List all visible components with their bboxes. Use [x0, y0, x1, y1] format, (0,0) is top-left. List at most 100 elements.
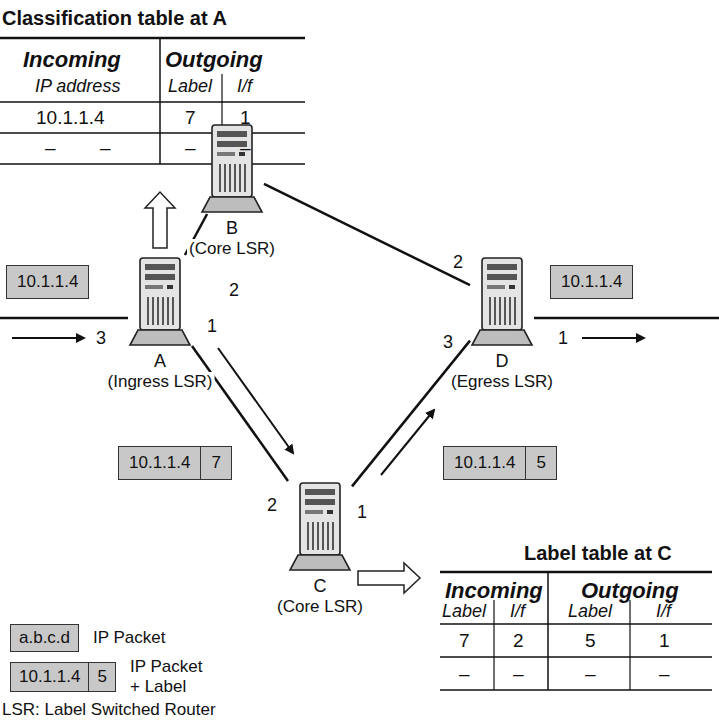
- table-cell: 7: [459, 630, 470, 652]
- table-cell: 7: [185, 107, 196, 129]
- column-header: I/f: [656, 601, 671, 622]
- table-rule: [0, 101, 305, 102]
- drive-bay: [487, 285, 505, 289]
- drive-bay: [305, 510, 323, 514]
- interface-number: 3: [96, 328, 106, 349]
- table-rule: [440, 623, 712, 624]
- network-link: [534, 317, 719, 320]
- table-header: Incoming: [445, 578, 543, 603]
- router-label: A: [152, 351, 168, 372]
- table-rule: [440, 689, 712, 690]
- packet-field: 10.1.1.4: [551, 266, 632, 298]
- packet-field: 5: [88, 663, 114, 691]
- router-node: A(Ingress LSR): [128, 255, 192, 347]
- table-cell: 10.1.1.4: [36, 107, 105, 129]
- interface-number: 3: [443, 332, 453, 353]
- interface-number: 2: [453, 252, 463, 273]
- table-divider: [547, 573, 549, 690]
- router-node: B(Core LSR): [200, 122, 264, 214]
- status-light: [167, 285, 173, 289]
- router-body: [300, 483, 340, 555]
- drive-bay: [145, 285, 163, 289]
- router-body: [482, 258, 522, 330]
- hollow-arrow: [145, 192, 175, 248]
- drive-bay: [217, 152, 235, 156]
- interface-number: 1: [558, 328, 568, 349]
- interface-number: 2: [267, 495, 277, 516]
- status-light: [327, 510, 333, 514]
- table-cell: –: [240, 137, 251, 159]
- drive-bay: [487, 274, 517, 280]
- drive-bay: [217, 131, 247, 137]
- packet-field: 10.1.1.4: [7, 266, 88, 298]
- network-link: [264, 184, 470, 285]
- vent: [220, 164, 245, 192]
- table-title: Classification table at A: [2, 7, 227, 30]
- router-label: (Core LSR): [275, 597, 365, 617]
- router-base: [130, 330, 190, 345]
- column-header: IP address: [35, 76, 120, 97]
- table-cell: –: [45, 137, 56, 159]
- router-icon: [288, 480, 352, 572]
- table-header: Outgoing: [581, 578, 679, 603]
- router-base: [202, 197, 262, 212]
- router-body: [140, 258, 180, 330]
- router-label: (Core LSR): [187, 239, 277, 259]
- flow-arrow: [582, 337, 644, 339]
- vent: [308, 522, 333, 550]
- router-label: D: [494, 351, 511, 372]
- table-header: Incoming: [23, 47, 121, 72]
- router-label: (Egress LSR): [449, 372, 555, 392]
- table-cell: 5: [585, 630, 596, 652]
- legend-text: IP Packet: [93, 628, 173, 648]
- drive-bay: [487, 264, 517, 270]
- router-label: C: [312, 576, 329, 597]
- column-header: I/f: [510, 601, 525, 622]
- legend-sample: 10.1.1.45: [10, 662, 116, 692]
- router-node: D(Egress LSR): [470, 255, 534, 347]
- packet-field: 10.1.1.4: [119, 447, 200, 479]
- table-divider: [493, 600, 494, 690]
- router-icon: [200, 122, 264, 214]
- vent: [148, 297, 173, 325]
- router-base: [290, 555, 350, 570]
- table-cell: –: [659, 663, 670, 685]
- router-icon: [128, 255, 192, 347]
- router-icon: [470, 255, 534, 347]
- status-light: [509, 285, 515, 289]
- column-header: Label: [168, 76, 212, 97]
- table-cell: –: [459, 663, 470, 685]
- interface-number: 2: [229, 280, 239, 301]
- router-label: (Ingress LSR): [106, 372, 215, 392]
- router-body: [212, 125, 252, 197]
- packet-field: 10.1.1.4: [11, 663, 88, 691]
- flow-arrow: [12, 337, 84, 339]
- drive-bay: [305, 489, 335, 495]
- table-cell: 2: [513, 630, 524, 652]
- table-rule: [0, 132, 305, 133]
- packet-field: 7: [200, 447, 230, 479]
- table-cell: 1: [240, 107, 251, 129]
- column-header: Label: [442, 601, 486, 622]
- table-header: Outgoing: [165, 47, 263, 72]
- table-rule: [0, 37, 305, 40]
- table-title: Label table at C: [524, 542, 672, 565]
- legend-sample: a.b.c.d: [10, 624, 79, 652]
- packet-field: 5: [525, 447, 555, 479]
- packet-field: a.b.c.d: [11, 625, 78, 651]
- table-rule: [440, 656, 712, 657]
- table-cell: 1: [659, 630, 670, 652]
- drive-bay: [145, 264, 175, 270]
- table-rule: [0, 163, 305, 164]
- drive-bay: [305, 499, 335, 505]
- hollow-arrow: [358, 563, 420, 593]
- packet-box: 10.1.1.45: [443, 446, 557, 480]
- router-node: C(Core LSR): [288, 480, 352, 572]
- vent: [490, 297, 515, 325]
- router-label: B: [224, 218, 240, 239]
- legend-text: IP Packet + Label: [130, 657, 210, 696]
- packet-box: 10.1.1.4: [550, 265, 633, 299]
- table-cell: –: [185, 137, 196, 159]
- table-rule: [440, 571, 712, 574]
- table-cell: –: [100, 137, 111, 159]
